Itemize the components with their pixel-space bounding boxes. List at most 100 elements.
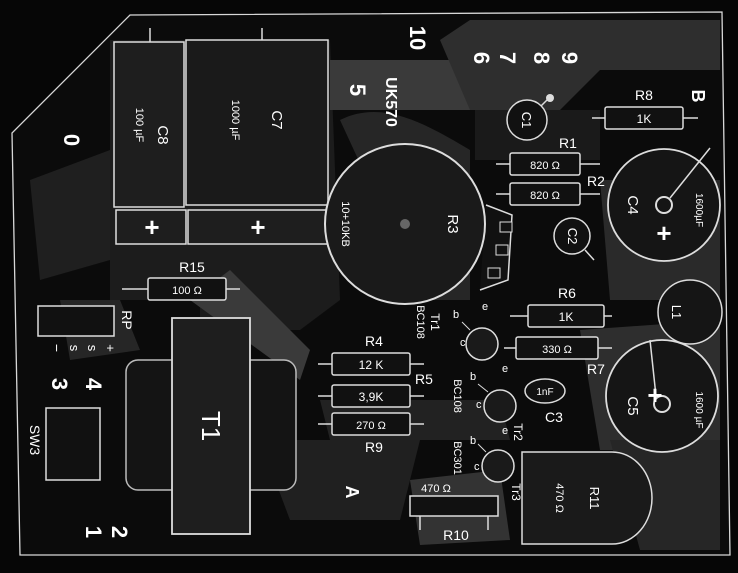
capacitor-c8: + C8 100 µF bbox=[113, 28, 187, 245]
c7-value-label: 1000 µF bbox=[229, 100, 241, 141]
c5-ref-label: C5 bbox=[624, 396, 641, 415]
t1-ref-label: T1 bbox=[196, 411, 226, 441]
r4-value-label: 12 K bbox=[359, 358, 384, 372]
resistor-r10: 470 Ω R10 bbox=[409, 483, 499, 543]
terminal-2: 2 bbox=[107, 526, 132, 538]
tr2-pin-b: b bbox=[470, 371, 476, 383]
terminal-5: 5 bbox=[345, 84, 370, 96]
inductor-l1: L1 bbox=[657, 279, 723, 345]
transistor-tr1: Tr1 BC108 b e c bbox=[414, 301, 499, 361]
r4-ref-label: R4 bbox=[365, 333, 383, 349]
resistor-r1: 820 Ω R1 bbox=[496, 135, 600, 176]
r9-ref-label: R9 bbox=[365, 439, 383, 455]
c4-value-label: 1600µF bbox=[693, 193, 704, 227]
r3-ref-label: R3 bbox=[444, 214, 461, 233]
c1-ref-label: C1 bbox=[519, 112, 534, 129]
tr1-pin-b: b bbox=[453, 309, 459, 321]
switch-sw3: SW3 bbox=[27, 407, 101, 481]
transformer-t1: T1 bbox=[125, 317, 297, 535]
r2-value-label: 820 Ω bbox=[530, 190, 560, 202]
c3-ref-label: C3 bbox=[545, 409, 563, 425]
r3-value-label: 10+10KB bbox=[339, 201, 351, 247]
terminal-0: 0 bbox=[59, 134, 84, 146]
resistor-r6: 1K R6 bbox=[510, 285, 612, 328]
capacitor-c7: + C7 1000 µF bbox=[185, 28, 329, 245]
resistor-r7: 330 Ω R7 bbox=[504, 336, 612, 377]
r5-ref-label: R5 bbox=[415, 371, 433, 387]
r6-value-label: 1K bbox=[559, 310, 574, 324]
capacitor-c3: 1nF C3 bbox=[524, 378, 566, 425]
capacitor-c2: C2 bbox=[553, 217, 595, 261]
capacitor-c4: + C4 1600µF bbox=[607, 147, 721, 262]
rp-ref-label: RP bbox=[119, 310, 135, 329]
terminal-labels: 0 3 4 2 1 5 10 6 7 8 9 A B UK570 bbox=[47, 26, 708, 538]
r10-ref-label: R10 bbox=[443, 527, 469, 543]
tr3-pin-e: e bbox=[502, 425, 508, 437]
rp-s-mark-1: s bbox=[67, 345, 82, 352]
tr1-type-label: BC108 bbox=[414, 305, 426, 339]
resistor-r8: 1K R8 bbox=[592, 87, 698, 130]
tr1-pin-c: c bbox=[460, 337, 466, 349]
r10-value-label: 470 Ω bbox=[421, 483, 451, 495]
c8-value-label: 100 µF bbox=[133, 108, 145, 143]
r1-value-label: 820 Ω bbox=[530, 160, 560, 172]
capacitor-c5: + C5 1600 µF bbox=[605, 339, 719, 453]
rp-s-mark-2: s bbox=[85, 345, 100, 352]
r15-ref-label: R15 bbox=[179, 259, 205, 275]
tr3-pin-b: b bbox=[470, 435, 476, 447]
connector-rp: RP − s s + bbox=[37, 305, 135, 352]
r2-ref-label: R2 bbox=[587, 173, 605, 189]
c5-value-label: 1600 µF bbox=[693, 392, 704, 429]
transistor-tr3: Tr3 BC301 b e c bbox=[451, 425, 523, 501]
tr3-pin-c: c bbox=[474, 461, 480, 473]
c4-ref-label: C4 bbox=[624, 195, 641, 214]
c3-value-label: 1nF bbox=[536, 387, 553, 398]
c8-plus-mark: + bbox=[144, 212, 159, 242]
tr2-type-label: BC108 bbox=[451, 379, 463, 413]
resistor-r2: 820 Ω R2 bbox=[496, 173, 605, 206]
terminal-7: 7 bbox=[495, 52, 520, 64]
rp-plus-mark: + bbox=[103, 344, 118, 352]
resistor-r5: 3,9K R5 bbox=[318, 371, 433, 408]
tr2-ref-label: Tr2 bbox=[511, 423, 525, 441]
terminal-8: 8 bbox=[529, 52, 554, 64]
tr1-ref-label: Tr1 bbox=[428, 313, 442, 331]
c5-plus-mark: + bbox=[647, 380, 662, 410]
r8-ref-label: R8 bbox=[635, 87, 653, 103]
c7-plus-mark: + bbox=[250, 212, 265, 242]
tr1-pin-e: e bbox=[482, 301, 488, 313]
potentiometer-r3: R3 10+10KB bbox=[324, 143, 513, 305]
sw3-ref-label: SW3 bbox=[27, 425, 43, 456]
terminal-a: A bbox=[342, 486, 362, 499]
board-code: UK570 bbox=[382, 77, 399, 127]
terminal-3: 3 bbox=[47, 378, 72, 390]
r11-ref-label: R11 bbox=[587, 487, 602, 510]
capacitor-c1: C1 bbox=[506, 94, 554, 141]
r15-value-label: 100 Ω bbox=[172, 285, 202, 297]
c4-plus-mark: + bbox=[656, 218, 671, 248]
r11-value-label: 470 Ω bbox=[553, 483, 565, 513]
resistor-r15: 100 Ω R15 bbox=[122, 259, 240, 301]
rp-minus-mark: − bbox=[49, 344, 65, 352]
resistor-r9: 270 Ω R9 bbox=[318, 412, 424, 455]
resistor-r4: 12 K R4 bbox=[318, 333, 424, 376]
transistor-tr2: Tr2 BC108 b e c bbox=[451, 363, 525, 441]
tr2-pin-e: e bbox=[502, 363, 508, 375]
c8-ref-label: C8 bbox=[154, 125, 171, 144]
terminal-1: 1 bbox=[81, 526, 106, 538]
r5-value-label: 3,9K bbox=[359, 390, 384, 404]
tr3-type-label: BC301 bbox=[451, 441, 463, 475]
r7-ref-label: R7 bbox=[587, 361, 605, 377]
l1-ref-label: L1 bbox=[669, 305, 684, 319]
r1-ref-label: R1 bbox=[559, 135, 577, 151]
tr2-pin-c: c bbox=[476, 399, 482, 411]
terminal-4: 4 bbox=[81, 378, 106, 391]
resistor-r11: R11 470 Ω bbox=[521, 451, 653, 545]
terminal-6: 6 bbox=[469, 52, 494, 64]
r6-ref-label: R6 bbox=[558, 285, 576, 301]
r9-value-label: 270 Ω bbox=[356, 420, 386, 432]
terminal-9: 9 bbox=[557, 52, 582, 64]
tr3-ref-label: Tr3 bbox=[509, 483, 523, 501]
terminal-b: B bbox=[688, 90, 708, 103]
